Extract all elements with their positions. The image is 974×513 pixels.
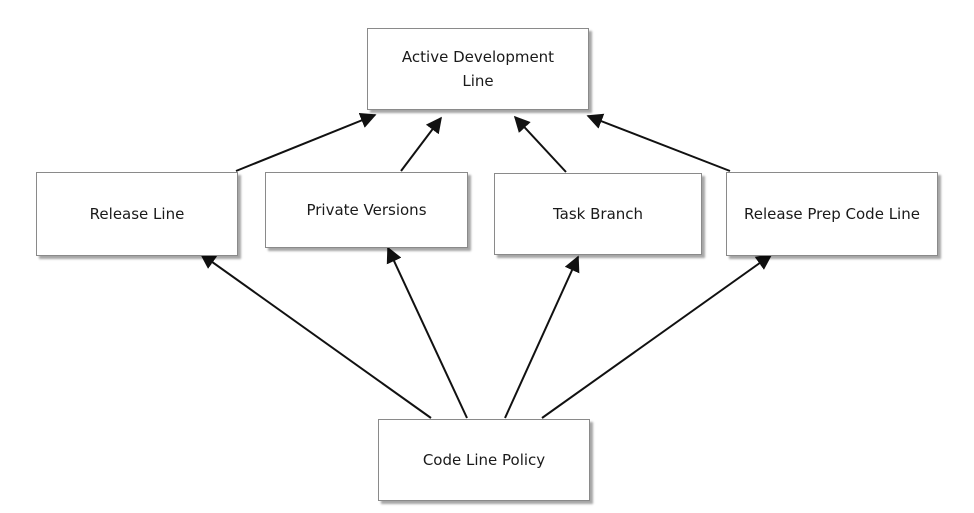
edge-policy-to-private xyxy=(386,246,468,419)
node-private-versions: Private Versions xyxy=(265,172,468,248)
node-policy-label: Code Line Policy xyxy=(422,451,546,469)
node-code-line-policy: Code Line Policy xyxy=(378,419,590,501)
edge-private-to-active xyxy=(400,116,442,172)
node-active-label-line1: Active Development xyxy=(401,48,555,66)
node-prep-label: Release Prep Code Line xyxy=(744,205,920,223)
node-release-line: Release Line xyxy=(36,172,238,256)
edge-policy-to-prep xyxy=(541,254,773,419)
edge-prep-to-active xyxy=(586,113,731,172)
edge-task-to-active xyxy=(513,115,567,173)
node-release-label: Release Line xyxy=(89,205,185,223)
node-task-branch: Task Branch xyxy=(494,173,702,255)
node-active-label: Active Development Line xyxy=(402,45,554,93)
edge-policy-to-release xyxy=(199,253,432,419)
node-task-label: Task Branch xyxy=(552,205,644,223)
node-release-prep-code-line: Release Prep Code Line xyxy=(726,172,938,256)
node-active-label-line2: Line xyxy=(462,72,494,90)
edge-release-to-active xyxy=(235,112,377,172)
node-private-label: Private Versions xyxy=(306,201,427,219)
edge-policy-to-task xyxy=(504,255,580,419)
node-active-development-line: Active Development Line xyxy=(367,28,589,110)
